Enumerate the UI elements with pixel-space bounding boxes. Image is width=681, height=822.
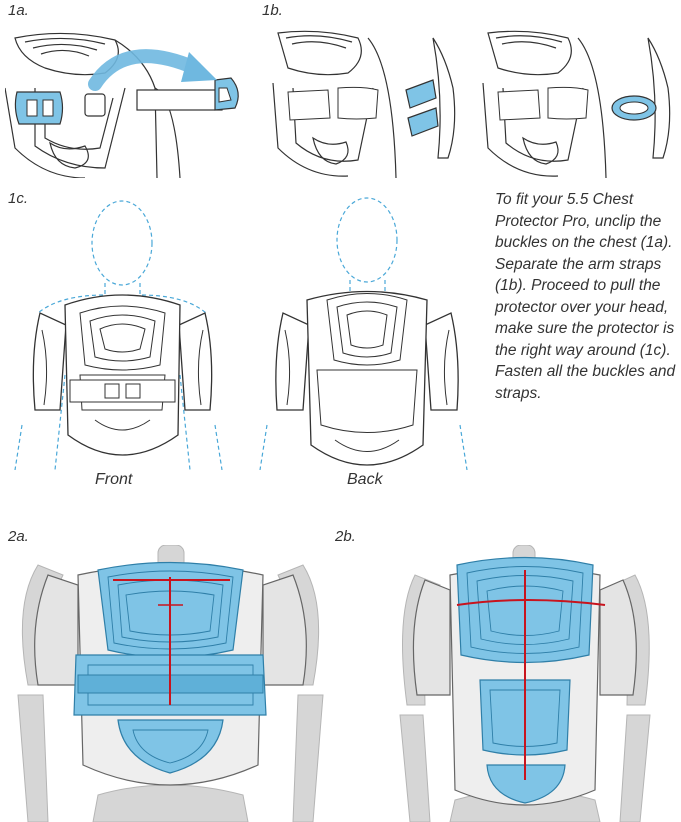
step-2a-label: 2a. (8, 528, 29, 545)
step-2b-label: 2b. (335, 528, 356, 545)
illustration-2b-back-fit (395, 545, 681, 822)
illustration-1c-front-view (10, 195, 235, 470)
back-caption: Back (347, 471, 383, 489)
front-caption: Front (95, 471, 132, 489)
fitting-instructions: To fit your 5.5 Chest Protector Pro, unc… (495, 189, 681, 404)
illustration-2a-front-fit (8, 545, 333, 822)
step-1b-label: 1b. (262, 2, 283, 19)
step-1a-label: 1a. (8, 2, 29, 19)
illustration-1b-separate-straps-a (268, 28, 463, 178)
illustration-1c-back-view (255, 195, 480, 470)
illustration-1a-unclip-buckles (5, 28, 257, 178)
illustration-1b-separate-straps-b (478, 28, 678, 178)
